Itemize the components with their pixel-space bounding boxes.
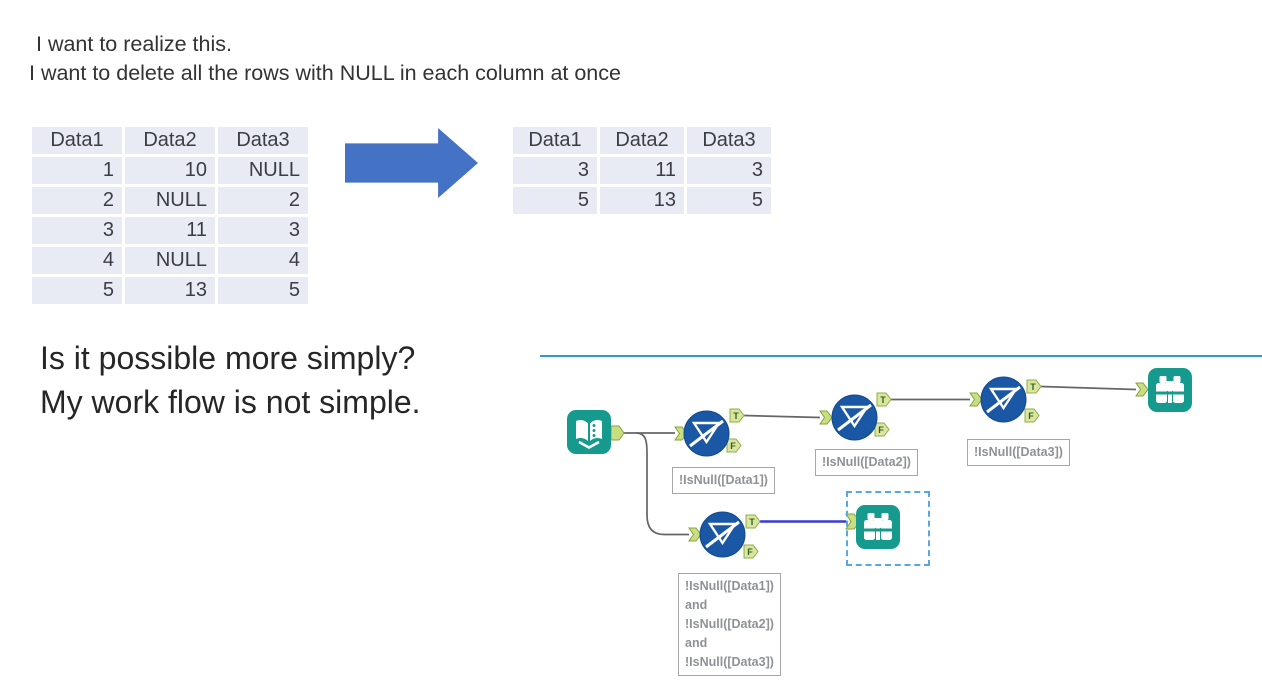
filter1-annotation[interactable]: !IsNull([Data1]) xyxy=(672,467,775,494)
divider-line xyxy=(540,355,1262,357)
browse-icon xyxy=(856,505,900,549)
wire-filter1-to-filter2[interactable] xyxy=(743,414,821,419)
table-cell: 5 xyxy=(513,187,597,214)
table-cell: 3 xyxy=(32,217,122,244)
filter1-true-anchor[interactable]: T xyxy=(729,408,745,423)
browse-icon xyxy=(1148,368,1192,412)
table-cell: 4 xyxy=(218,247,308,274)
svg-text:T: T xyxy=(880,395,886,405)
svg-text:T: T xyxy=(749,517,755,527)
filter2-true-anchor[interactable]: T xyxy=(876,392,892,407)
table-header-cell: Data1 xyxy=(513,127,597,154)
intro-line-2: I want to delete all the rows with NULL … xyxy=(29,61,621,85)
filter1-tool[interactable] xyxy=(683,410,730,462)
filter4-tool[interactable] xyxy=(699,511,746,563)
input-tool-output-anchor[interactable] xyxy=(610,425,625,441)
filter3-input-anchor[interactable] xyxy=(969,392,983,407)
table-header-cell: Data2 xyxy=(125,127,215,154)
svg-text:T: T xyxy=(733,411,739,421)
filter2-false-anchor[interactable]: F xyxy=(874,422,890,437)
filter2-annotation[interactable]: !IsNull([Data2]) xyxy=(815,449,918,476)
filter4-false-anchor[interactable]: F xyxy=(743,544,759,559)
table-cell: NULL xyxy=(125,247,215,274)
wire-input-to-filter4[interactable] xyxy=(635,432,689,536)
filter-icon xyxy=(683,410,730,457)
svg-text:T: T xyxy=(1030,382,1036,392)
filter3-annotation[interactable]: !IsNull([Data3]) xyxy=(967,439,1070,466)
wire-layer: T F T F T F T F xyxy=(610,379,1149,559)
filter3-false-anchor[interactable]: F xyxy=(1024,408,1040,423)
annotation-line: !IsNull([Data1]) xyxy=(685,579,774,593)
wire-filter3-to-browse-top[interactable] xyxy=(1040,385,1137,391)
table-cell: 5 xyxy=(687,187,771,214)
input-data-icon xyxy=(567,410,611,454)
filter3-tool[interactable] xyxy=(980,376,1027,428)
table-cell: 10 xyxy=(125,157,215,184)
filter1-false-anchor[interactable]: F xyxy=(726,438,742,453)
question-line-1: Is it possible more simply? xyxy=(40,340,416,376)
selection-box xyxy=(846,491,930,566)
table-cell: 3 xyxy=(218,217,308,244)
question-line-2: My work flow is not simple. xyxy=(40,384,421,420)
table-cell: 5 xyxy=(32,277,122,304)
table-cell: 11 xyxy=(125,217,215,244)
annotation-line: and xyxy=(685,598,708,612)
table-header-cell: Data1 xyxy=(32,127,122,154)
intro-text: I want to realize this. I want to delete… xyxy=(29,30,621,88)
table-cell: 4 xyxy=(32,247,122,274)
table-cell: NULL xyxy=(125,187,215,214)
input-data-tool[interactable] xyxy=(567,410,611,459)
filter4-true-anchor[interactable]: T xyxy=(745,514,761,529)
browse-bottom-tool[interactable] xyxy=(856,504,900,555)
question-text: Is it possible more simply? My work flow… xyxy=(40,336,421,424)
table-cell: 2 xyxy=(218,187,308,214)
filter-icon xyxy=(699,511,746,558)
browse-top-input-anchor[interactable] xyxy=(1135,382,1149,397)
table-cell: 13 xyxy=(125,277,215,304)
annotation-line: !IsNull([Data3]) xyxy=(685,655,774,669)
intro-line-1: I want to realize this. xyxy=(36,32,232,56)
annotation-line: and xyxy=(685,636,708,650)
table-header-cell: Data2 xyxy=(600,127,684,154)
table-cell: 11 xyxy=(600,157,684,184)
svg-text:F: F xyxy=(730,441,736,451)
table-header-cell: Data3 xyxy=(218,127,308,154)
svg-text:F: F xyxy=(1028,411,1034,421)
svg-text:F: F xyxy=(878,425,884,435)
filter4-input-anchor[interactable] xyxy=(688,527,702,542)
alteryx-workflow-canvas[interactable]: T F T F T F T F xyxy=(540,357,1262,690)
table-cell: 5 xyxy=(218,277,308,304)
annotation-line: !IsNull([Data2]) xyxy=(685,617,774,631)
table-cell: NULL xyxy=(218,157,308,184)
filter-icon xyxy=(831,394,878,441)
table-cell: 13 xyxy=(600,187,684,214)
browse-top-tool[interactable] xyxy=(1148,368,1192,417)
table-header-cell: Data3 xyxy=(687,127,771,154)
table-cell: 1 xyxy=(32,157,122,184)
table-cell: 2 xyxy=(32,187,122,214)
filter4-annotation[interactable]: !IsNull([Data1]) and !IsNull([Data2]) and !I… xyxy=(678,573,781,676)
svg-text:F: F xyxy=(747,547,753,557)
filter3-true-anchor[interactable]: T xyxy=(1026,379,1042,394)
filter2-input-anchor[interactable] xyxy=(819,410,833,425)
transform-arrow-icon xyxy=(345,128,478,198)
filter2-tool[interactable] xyxy=(831,394,878,446)
table-cell: 3 xyxy=(513,157,597,184)
table-cell: 3 xyxy=(687,157,771,184)
filter-icon xyxy=(980,376,1027,423)
